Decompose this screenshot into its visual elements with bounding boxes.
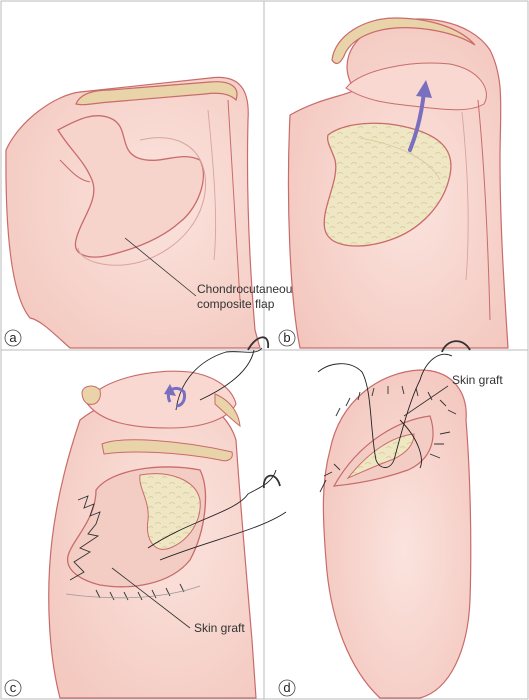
panel-d-callout-leader: [403, 385, 449, 417]
panel-c-helix-left: [81, 385, 101, 405]
panel-c-callout: Skin graft: [194, 621, 245, 635]
panel-a-inner-fold: [57, 115, 205, 258]
panel-c-arrow-head: [164, 384, 176, 396]
panel-a-helix-rim: [75, 81, 238, 106]
panel-b-letter: b: [283, 330, 290, 345]
panel-c-callout-leader: [111, 567, 191, 629]
panel-d-suture-line: [319, 385, 457, 493]
panel-d-needle: [441, 340, 471, 353]
panel-c-letter: c: [10, 680, 17, 695]
panel-b-arrow-head: [416, 80, 432, 98]
panel-b-illustration: b: [278, 17, 509, 349]
panel-d-callout: Skin graft: [452, 373, 503, 387]
panel-d-illustration: Skin graft d: [278, 340, 503, 699]
panel-b-letter-badge: [278, 329, 296, 347]
panel-a-callout-line2: composite flap: [197, 297, 275, 311]
panel-c-needle-mid: [263, 474, 281, 489]
panel-c-upper-flap: [85, 370, 237, 429]
panel-c-suture-line: [69, 495, 185, 601]
panel-c-needle-top: [247, 336, 269, 351]
panel-d-ear-skin: [322, 369, 472, 699]
panel-c-suture-thread-top: [175, 347, 263, 411]
panel-d-letter-badge: [278, 679, 296, 697]
panel-a-letter: a: [9, 330, 17, 345]
panel-d-letter: d: [283, 680, 290, 695]
panel-a-illustration: Chondrocutaneous composite flap a: [4, 76, 298, 349]
panel-a-callout-leader: [124, 237, 197, 297]
panel-c-cartilage: [139, 473, 201, 550]
panel-d-cartilage-slit: [346, 433, 415, 480]
panel-b-helix-rim: [331, 17, 476, 65]
panel-c-letter-badge: [4, 679, 22, 697]
panel-c-illustration: Skin graft c: [4, 336, 287, 699]
panel-b-upper-lobe: [345, 62, 487, 111]
panel-a-callout-line1: Chondrocutaneous: [197, 282, 298, 296]
panel-c-suture-thread-mid: [147, 469, 287, 561]
panel-c-helix-right: [214, 393, 241, 428]
panel-a-flap-outline: [77, 137, 207, 266]
panel-a-letter-badge: [4, 329, 22, 347]
panel-b-graft-bed: [323, 122, 452, 247]
panel-c-helix-rim: [101, 439, 233, 462]
panel-d-suture-thread: [317, 353, 453, 469]
